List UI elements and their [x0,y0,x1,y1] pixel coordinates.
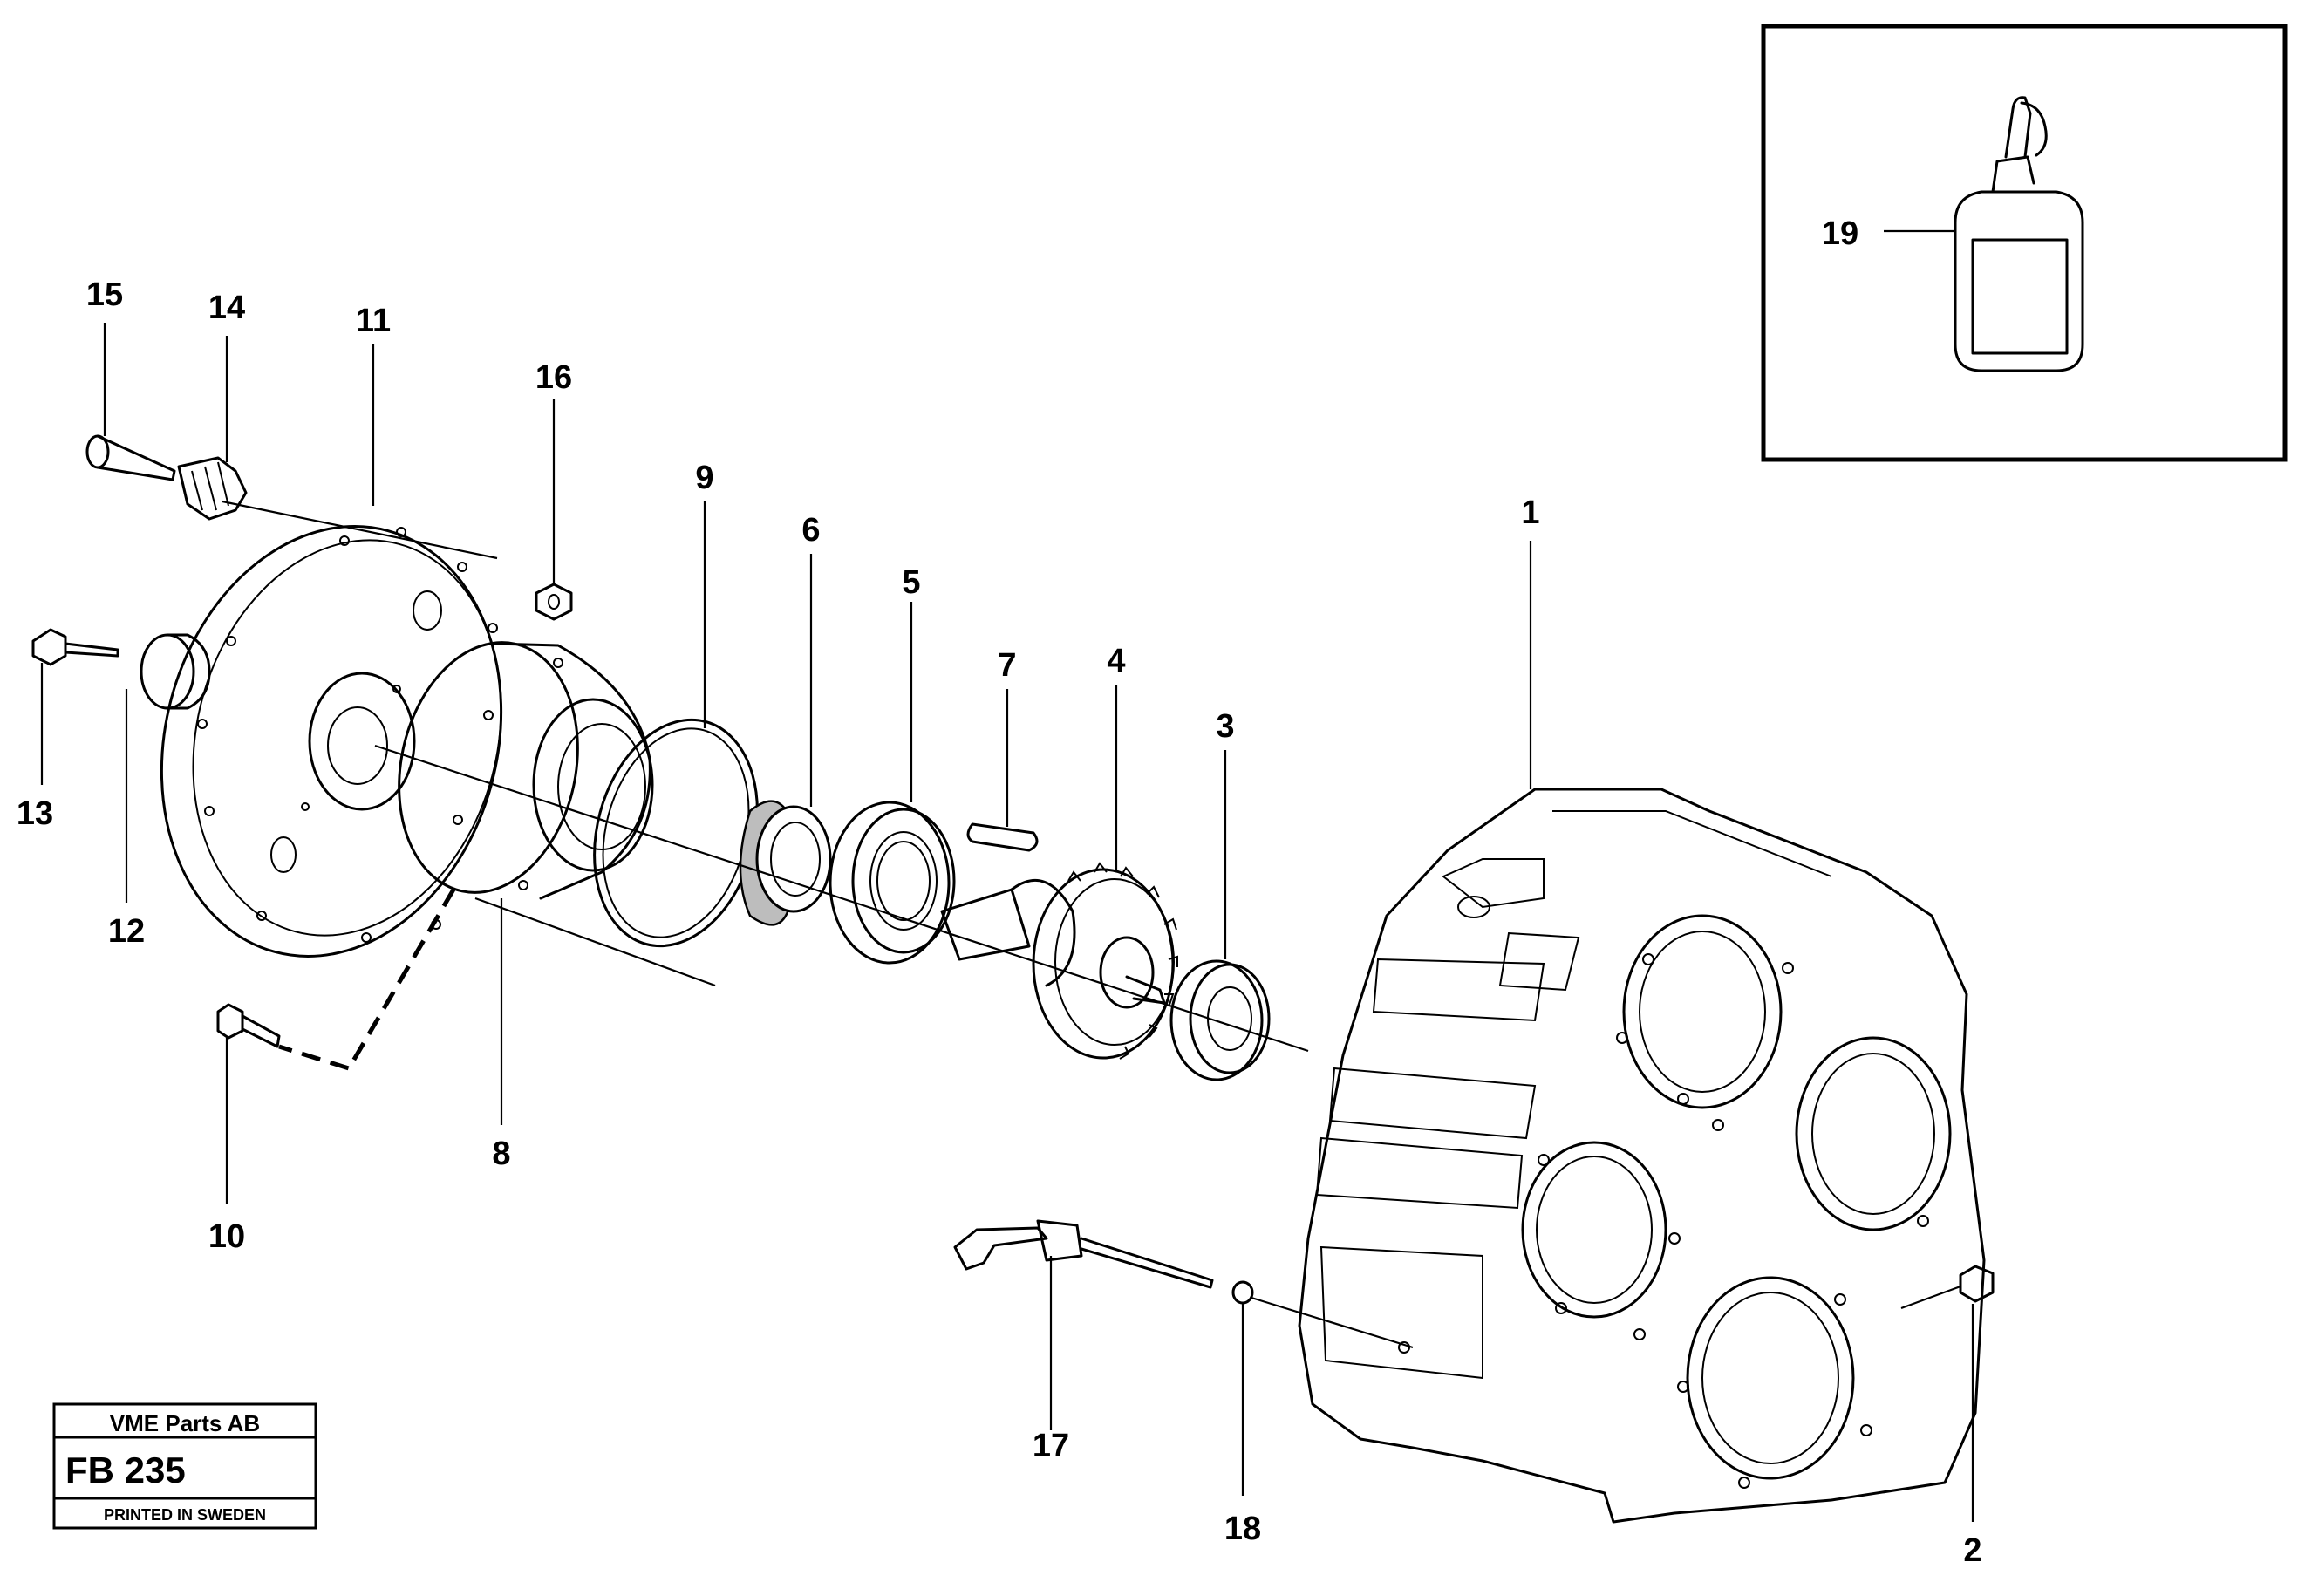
oil-bottle-icon [1954,96,2084,372]
stamp-printed: PRINTED IN SWEDEN [104,1506,266,1524]
drain-plug [1959,1265,1995,1303]
callout-4: 4 [1107,643,1125,679]
ball-bearing-small [1169,959,1271,1081]
callout-5: 5 [902,564,920,601]
end-cover-flange [160,525,503,958]
ball-bearing-large [829,801,956,965]
callout-3: 3 [1216,708,1234,745]
callout-8: 8 [492,1136,510,1172]
dipstick [953,1219,1214,1289]
bolt-path-dashed [278,888,456,1071]
plug-axis [1900,1285,1961,1310]
shaft-key [966,822,1039,852]
callout-16: 16 [535,359,572,396]
callout-7: 7 [998,647,1016,684]
callout-15: 15 [86,276,123,313]
o-ring-inner [602,727,750,938]
callout-2: 2 [1963,1532,1981,1569]
dipstick-axis [1251,1296,1414,1349]
seal-ring [739,800,832,926]
callout-17: 17 [1033,1428,1069,1464]
callout-13: 13 [17,795,53,832]
callout-14: 14 [208,290,245,326]
hex-nut [535,583,573,621]
housing-bolt [216,1003,281,1048]
parts-stamp: VME Parts AB FB 235 PRINTED IN SWEDEN [52,1402,317,1530]
spacer-disc [140,633,211,710]
callout-19: 19 [1822,215,1858,252]
stamp-code: FB 235 [65,1449,186,1490]
callout-1: 1 [1521,494,1539,531]
stamp-company: VME Parts AB [110,1410,260,1436]
callout-6: 6 [801,512,820,549]
callout-12: 12 [108,913,145,950]
oil-bottle-inset [1761,24,2288,462]
callout-labels: 1 2 3 4 5 6 7 8 9 10 11 12 13 14 15 16 1… [17,215,1982,1569]
gear-shaft [940,862,1178,1060]
sealing-washer [1231,1280,1254,1305]
callout-leaders [40,229,1974,1522]
housing-axis [474,897,716,987]
bearing-housing [398,641,654,900]
transmission-housing [1298,788,1986,1524]
assembly-axis [374,744,1309,1053]
callout-11: 11 [356,303,391,339]
callout-10: 10 [208,1218,245,1255]
callout-18: 18 [1224,1511,1261,1547]
screw-and-nipple [85,434,248,521]
flange-bolt [31,628,119,666]
callout-9: 9 [695,460,713,496]
